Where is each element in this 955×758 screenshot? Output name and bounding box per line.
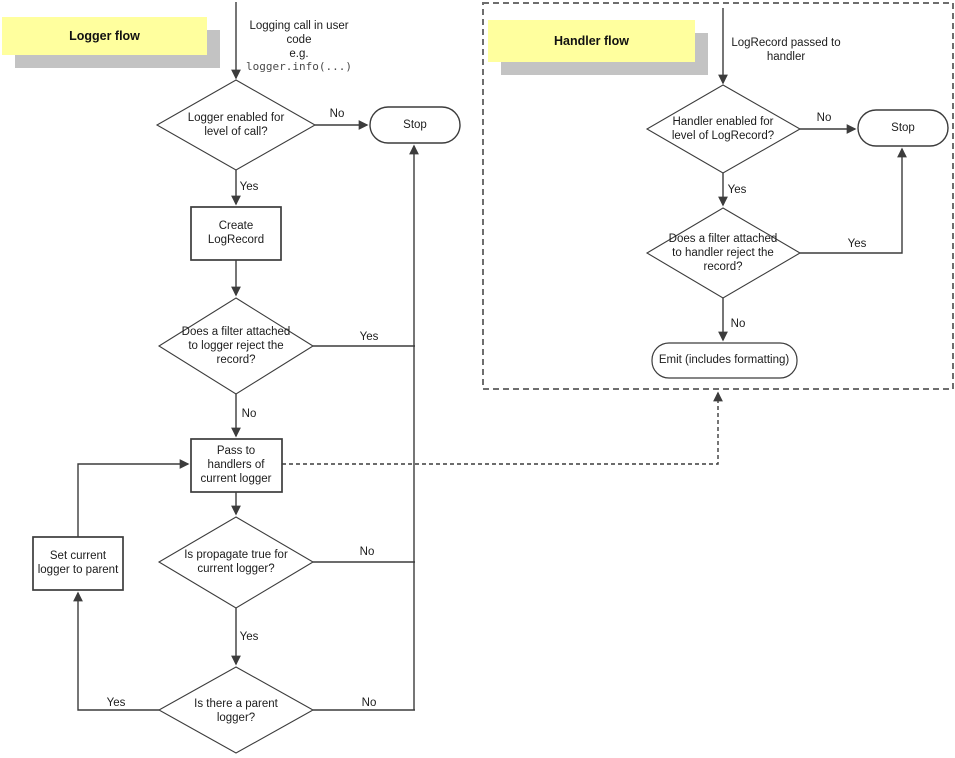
handler-flow-shapes (645, 84, 949, 379)
logger-flow-title: Logger flow (2, 17, 207, 55)
logger-filter-diamond (157, 297, 315, 395)
handler-enabled-diamond (645, 84, 802, 174)
edge-label-propagate-no: No (359, 546, 375, 558)
pass-to-handlers-box (190, 438, 283, 493)
edge-label-enabled-yes: Yes (239, 181, 259, 193)
edge-label-hfilter-yes: Yes (847, 238, 867, 250)
handler-enabled-label: Handler enabled for level of LogRecord? (671, 116, 775, 142)
emit-label: Emit (includes formatting) (658, 354, 790, 366)
edge-label-hfilter-no: No (730, 318, 746, 330)
logger-enabled-diamond (155, 79, 317, 171)
edge-parent-yes-to-set (73, 591, 159, 711)
edge-label-parent-no: No (361, 697, 377, 709)
edge-set-to-pass (77, 459, 190, 537)
logger-entry-code: logger.info(...) (246, 60, 352, 73)
emit-terminator (651, 342, 798, 379)
edge-label-filter-no: No (241, 408, 257, 420)
logger-stop-label: Stop (403, 119, 427, 131)
logger-stop-terminator (369, 106, 461, 144)
set-current-logger-box (32, 536, 124, 591)
handler-flow-title: Handler flow (488, 20, 695, 62)
logger-flow-shapes (32, 79, 461, 754)
edge-label-filter-yes: Yes (359, 331, 379, 343)
edge-hfilter-yes-to-hstop (800, 147, 907, 254)
edge-label-henabled-yes: Yes (727, 184, 747, 196)
parent-logger-label: Is there a parent logger? (194, 698, 278, 724)
handler-filter-diamond (645, 207, 802, 299)
handler-filter-label: Does a filter attached to handler reject… (668, 233, 778, 273)
edge-label-enabled-no: No (329, 108, 345, 120)
edge-label-henabled-no: No (816, 112, 832, 124)
logger-filter-label: Does a filter attached to logger reject … (181, 326, 291, 366)
create-logrecord-box (190, 206, 282, 261)
edge-pass-to-handler-flow-dashed (282, 391, 723, 465)
parent-logger-diamond (157, 666, 315, 754)
set-current-logger-label: Set current logger to parent (37, 550, 119, 576)
logger-flow-connectors (73, 2, 723, 711)
logger-enabled-label: Logger enabled for level of call? (187, 112, 285, 138)
propagate-diamond (157, 516, 315, 609)
create-logrecord-label: Create LogRecord (207, 220, 265, 246)
logger-entry-note: Logging call in user code e.g. (249, 20, 349, 60)
handler-entry-note: LogRecord passed to handler (731, 37, 841, 63)
edge-label-propagate-yes: Yes (239, 631, 259, 643)
pass-to-handlers-label: Pass to handlers of current logger (200, 445, 272, 485)
handler-flow-connectors (718, 8, 907, 342)
handler-stop-label: Stop (891, 122, 915, 134)
edge-label-parent-yes: Yes (106, 697, 126, 709)
handler-stop-terminator (857, 109, 949, 147)
handler-flow-dashed-box (482, 2, 954, 390)
propagate-label: Is propagate true for current logger? (184, 549, 288, 575)
